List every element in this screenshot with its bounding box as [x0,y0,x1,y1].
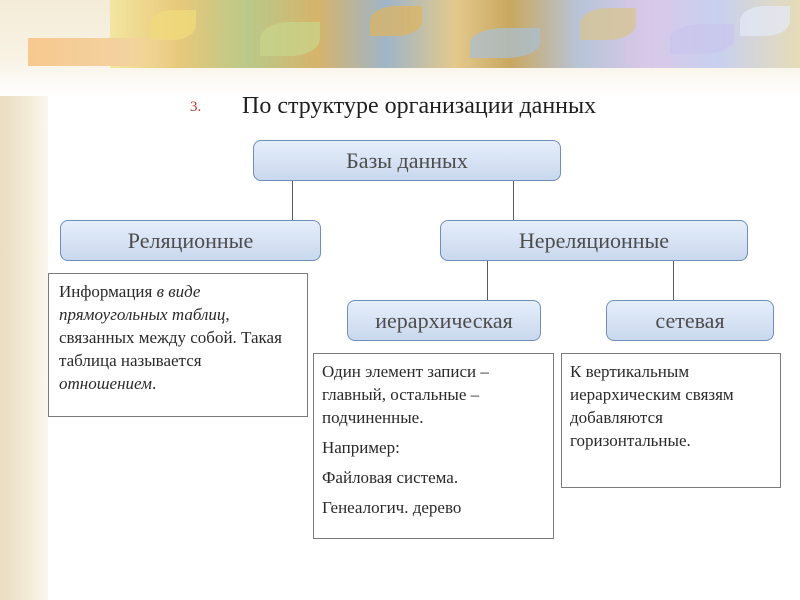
relational-desc-part-5: . [152,374,157,393]
connector-nonrel-hierarchical [487,261,488,300]
heading-number: 3. [190,99,202,115]
hierarchical-desc-line-1: Один элемент записи – главный, остальные… [322,362,489,427]
floral-banner-image [110,0,800,68]
hierarchical-node: иерархическая [347,300,541,341]
connector-root-nonrelational [513,181,514,220]
hierarchical-desc-line-3: Файловая система. [322,468,459,487]
connector-nonrel-network [673,261,674,300]
orange-decor-strip [28,38,178,66]
relational-desc-part-1: Информация [59,282,157,301]
hierarchical-desc-line-4: Генеалогич. дерево [322,498,462,517]
relational-desc-part-4: отношением [59,374,152,393]
hierarchical-desc-line-2: Например: [322,438,400,457]
hierarchical-description: Один элемент записи – главный, остальные… [313,353,554,539]
relational-node: Реляционные [60,220,321,261]
slide-heading: По структуре организации данных [242,93,597,119]
network-node: сетевая [606,300,774,341]
network-description: К вертикальным иерархическим связям доба… [561,353,781,488]
connector-root-relational [292,181,293,220]
network-desc-text: К вертикальным иерархическим связям доба… [570,362,734,450]
relational-desc-part-2: в виде прямоугольных таблиц [59,282,226,324]
root-node: Базы данных [253,140,561,181]
relational-desc-part-3: , связанных между собой. Такая таблица н… [59,305,282,370]
left-decor-band [0,0,48,600]
relational-description: Информация в виде прямоугольных таблиц, … [48,273,308,417]
nonrelational-node: Нереляционные [440,220,748,261]
